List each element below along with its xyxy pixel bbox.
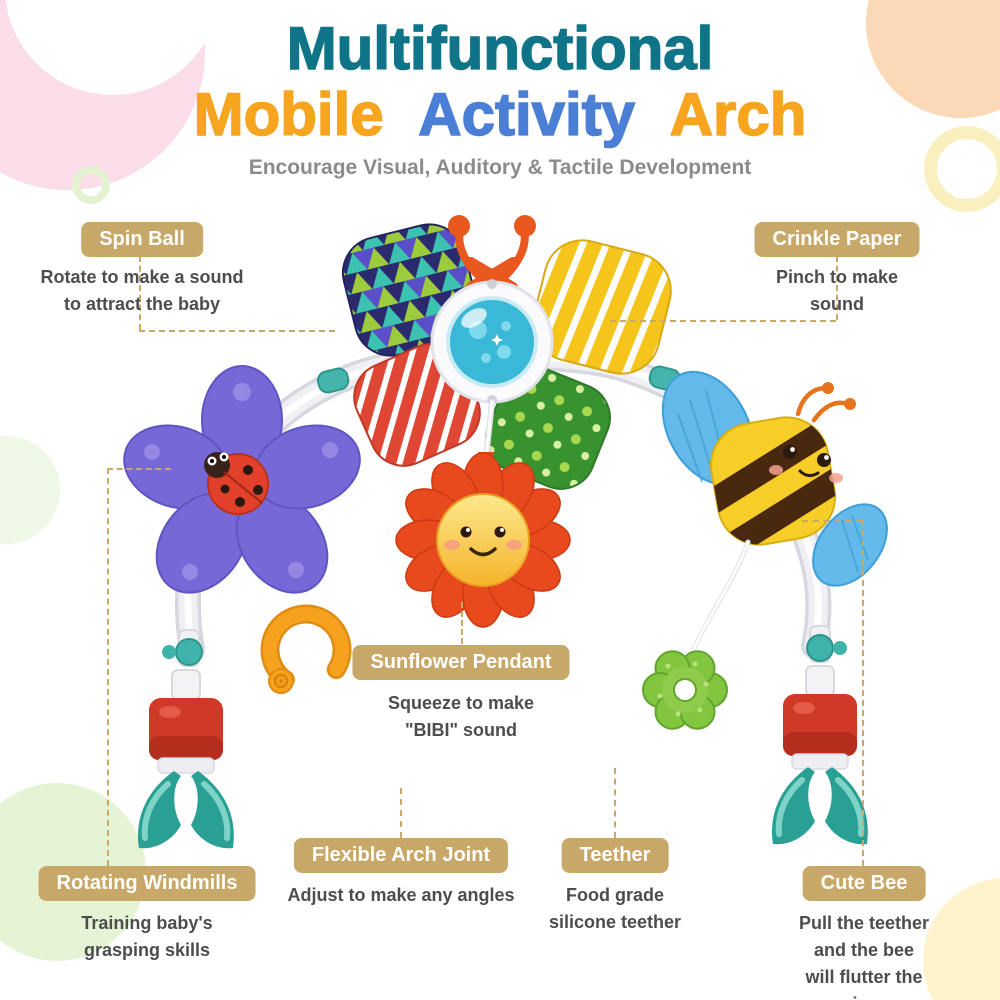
callout-flexible-arch-joint: Flexible Arch Joint [293,838,509,873]
callout-teether: Teether [561,838,669,873]
connector-windmill-h [107,468,171,470]
description-crinkle-paper: Pinch to make sound [775,267,899,314]
page-title-line2: Mobile Activity Arch [0,81,1000,148]
header: Multifunctional Mobile Activity Arch Enc… [0,14,1000,180]
stroller-clip-right [772,666,868,844]
connector-crinkle-paper-v [836,256,838,320]
description-spin-ball: Rotate to make a sound to attract the ba… [40,267,244,314]
decor-ring-green-small [72,166,110,204]
spin-ball [430,279,554,405]
connector-sunflower-v [461,602,463,644]
title-word-mobile: Mobile [193,81,385,148]
description-flexible-arch-joint: Adjust to make any angles [287,885,515,905]
ball-joint-right [806,625,847,663]
ladybug-icon [204,452,269,515]
bee-wing-back [812,503,888,587]
description-rotating-windmills: Training baby's grasping skills [81,913,213,960]
title-word-arch: Arch [669,81,807,148]
bee-face [769,445,843,483]
callout-spin-ball: Spin Ball [81,222,203,257]
snail-c-ring [260,604,352,696]
connector-windmill-v [107,468,109,866]
crinkle-paper-petals [341,223,672,490]
bee-antennae-icon [795,382,856,423]
connector-spin-ball-h [139,330,335,332]
connector-bee-h [802,520,862,522]
connector-teether-v [614,768,616,838]
description-sunflower-pendant: Squeeze to make "BIBI" sound [387,693,535,740]
ball-joint-left [162,629,203,667]
connector-arch-joint-v [400,788,402,838]
stroller-clip-left [138,670,234,848]
description-teether: Food grade silicone teether [548,885,682,932]
connector-crinkle-paper-h [610,320,836,322]
sunflower-pendant [395,452,571,628]
title-word-activity: Activity [418,81,636,148]
connector-spin-ball-v [139,256,141,330]
page-title-line1: Multifunctional [286,14,714,83]
connector-bee-v [862,520,864,866]
description-cute-bee: Pull the teether and the bee will flutte… [798,913,930,1000]
teether [642,650,728,730]
callout-rotating-windmills: Rotating Windmills [38,866,256,901]
callout-sunflower-pendant: Sunflower Pendant [352,645,570,680]
callout-cute-bee: Cute Bee [802,866,926,901]
rotating-windmill [123,365,361,594]
subtitle: Encourage Visual, Auditory & Tactile Dev… [248,156,752,179]
callout-crinkle-paper: Crinkle Paper [754,222,920,257]
